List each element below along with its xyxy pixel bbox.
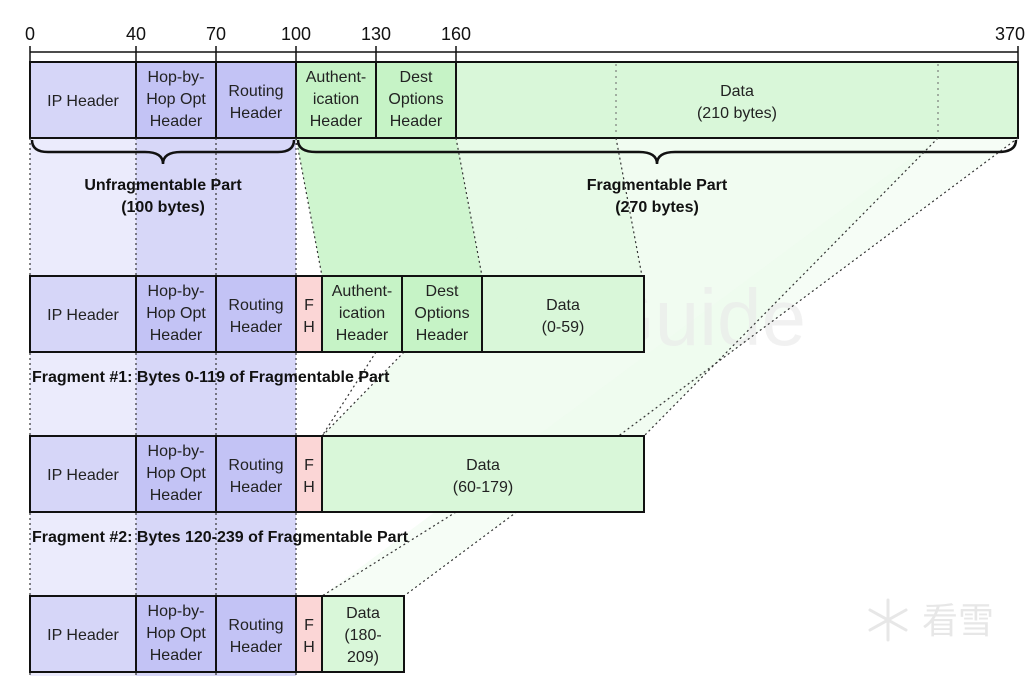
fragment2-ip-header: IP Header xyxy=(47,467,119,484)
fragment2-routing-1: Routing xyxy=(228,457,283,474)
original-hop-opt-3: Header xyxy=(150,113,203,130)
original-hop-opt-2: Hop Opt xyxy=(146,91,206,108)
original-ip-header: IP Header xyxy=(47,93,119,110)
tick-160: 160 xyxy=(441,24,471,44)
fragment2-fh-2: H xyxy=(303,479,315,496)
original-auth-1: Authent- xyxy=(306,69,366,86)
tick-130: 130 xyxy=(361,24,391,44)
tick-40: 40 xyxy=(126,24,146,44)
tick-100: 100 xyxy=(281,24,311,44)
snowflake-icon xyxy=(868,598,908,642)
fragment2-data-2: (60-179) xyxy=(453,479,513,496)
fragment2-hop-opt-2: Hop Opt xyxy=(146,465,206,482)
original-hop-opt-1: Hop-by- xyxy=(148,69,205,86)
kanxue-logo: 看雪 xyxy=(868,598,994,642)
original-routing-2: Header xyxy=(230,105,283,122)
hop-opt-band xyxy=(136,138,216,676)
routing-band xyxy=(216,138,296,676)
original-dest-3: Header xyxy=(390,113,443,130)
original-routing-1: Routing xyxy=(228,83,283,100)
ip-band xyxy=(30,138,136,676)
byte-ruler xyxy=(29,46,1019,62)
original-dest-2: Options xyxy=(388,91,443,108)
fragment3-routing-1: Routing xyxy=(228,617,283,634)
fragment3: IP Header Hop-by- Hop Opt Header Routing… xyxy=(29,595,405,673)
fragment1-fh-2: H xyxy=(303,319,315,336)
fragment3-hop-opt-1: Hop-by- xyxy=(148,603,205,620)
fragment3-data-1: Data xyxy=(346,605,380,622)
tick-0: 0 xyxy=(25,24,35,44)
fragmentable-brace xyxy=(296,139,1018,165)
fragment1-dest-3: Header xyxy=(416,327,469,344)
fragment1-routing-2: Header xyxy=(230,319,283,336)
fragment3-fh-1: F xyxy=(304,617,314,634)
fragment1-caption: Fragment #1: Bytes 0-119 of Fragmentable… xyxy=(32,369,390,386)
fragment1-data-1: Data xyxy=(546,297,580,314)
unfragmentable-title: Unfragmentable Part xyxy=(84,177,242,194)
tick-370: 370 xyxy=(995,24,1025,44)
fragment1-routing-1: Routing xyxy=(228,297,283,314)
fragment1-hop-opt-1: Hop-by- xyxy=(148,283,205,300)
fragmentable-size: (270 bytes) xyxy=(615,199,699,216)
unfragmentable-brace xyxy=(30,139,296,165)
fragment1-auth-2: ication xyxy=(339,305,385,322)
fragment2: IP Header Hop-by- Hop Opt Header Routing… xyxy=(29,435,645,513)
guide-lines xyxy=(29,137,1019,676)
fragment1: IP Header Hop-by- Hop Opt Header Routing… xyxy=(29,275,645,353)
fragment1-fh-1: F xyxy=(304,297,314,314)
fragment1-dest-2: Options xyxy=(414,305,469,322)
fragment2-hop-opt-3: Header xyxy=(150,487,203,504)
fragment3-routing-2: Header xyxy=(230,639,283,656)
fragment1-band xyxy=(296,138,482,276)
fragment3-data-3: 209) xyxy=(347,649,379,666)
fragment3-data-2: (180- xyxy=(344,627,381,644)
fragment3-ip-header: IP Header xyxy=(47,627,119,644)
fragment1-auth-3: Header xyxy=(336,327,389,344)
logo-text: 看雪 xyxy=(922,600,994,641)
original-auth-2: ication xyxy=(313,91,359,108)
original-packet: IP Header Hop-by- Hop Opt Header Routing… xyxy=(29,61,1019,139)
fragment1-hop-opt-2: Hop Opt xyxy=(146,305,206,322)
original-data-2: (210 bytes) xyxy=(697,105,777,122)
fragment1-hop-opt-3: Header xyxy=(150,327,203,344)
fragment1-dest-1: Dest xyxy=(426,283,459,300)
original-dest-1: Dest xyxy=(400,69,433,86)
fragmentable-title: Fragmentable Part xyxy=(587,177,728,194)
fragment3-hop-opt-2: Hop Opt xyxy=(146,625,206,642)
unfragmentable-size: (100 bytes) xyxy=(121,199,205,216)
fragment3-fh-2: H xyxy=(303,639,315,656)
original-auth-3: Header xyxy=(310,113,363,130)
original-data-1: Data xyxy=(720,83,754,100)
tick-70: 70 xyxy=(206,24,226,44)
fragment2-fh-1: F xyxy=(304,457,314,474)
fragment2-data-1: Data xyxy=(466,457,500,474)
fragment2-routing-2: Header xyxy=(230,479,283,496)
fragment3-hop-opt-3: Header xyxy=(150,647,203,664)
fragment1-auth-1: Authent- xyxy=(332,283,392,300)
fragment1-data-2: (0-59) xyxy=(542,319,585,336)
fragment1-ip-header: IP Header xyxy=(47,307,119,324)
fragment2-caption: Fragment #2: Bytes 120-239 of Fragmentab… xyxy=(32,529,409,546)
fragment2-hop-opt-1: Hop-by- xyxy=(148,443,205,460)
